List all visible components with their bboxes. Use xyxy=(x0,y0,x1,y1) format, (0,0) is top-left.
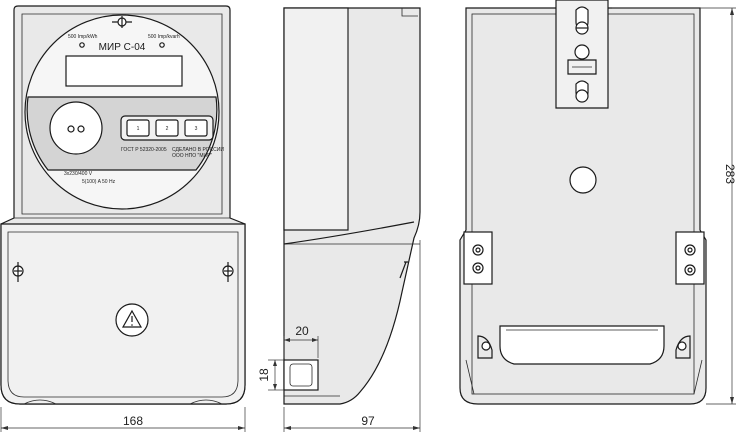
dimension-terminal-height: 18 xyxy=(257,359,284,391)
seal-screw-right-icon xyxy=(222,262,234,282)
meter-button-3[interactable]: 3 xyxy=(184,119,208,137)
back-view xyxy=(459,0,707,405)
dimension-height: 283 xyxy=(612,7,737,405)
voltage-label: 3x230/400 V xyxy=(64,171,93,177)
warning-triangle-icon xyxy=(121,309,143,328)
seal-pin-icon xyxy=(112,16,132,28)
dimension-terminal-width-label: 20 xyxy=(295,324,309,338)
side-top-clip xyxy=(401,8,418,17)
side-back-plate xyxy=(283,7,349,231)
pulse-led-right xyxy=(159,42,165,48)
pulse-label-right: 500 Imp/kvarh xyxy=(148,34,180,40)
dimension-terminal-width: 20 xyxy=(283,324,319,358)
back-center-hole xyxy=(569,166,597,194)
side-seal-clip xyxy=(399,261,408,279)
svg-text:2: 2 xyxy=(166,126,169,132)
model-name: МИР С-04 xyxy=(99,42,146,53)
optical-port xyxy=(49,101,103,155)
made-in-line-1: СДЕЛАНО В РОССИИ xyxy=(172,147,224,153)
dimension-width-label: 168 xyxy=(123,414,143,428)
back-body-outline xyxy=(459,7,707,405)
standard-label: ГОСТ Р 52320-2005 xyxy=(121,147,167,153)
terminal-cover-inner xyxy=(7,231,239,398)
dimension-terminal-height-label: 18 xyxy=(257,368,271,382)
back-bottom-cutout xyxy=(499,325,665,365)
dimension-depth-label: 97 xyxy=(361,414,375,428)
side-terminal-block xyxy=(283,359,319,391)
optical-port-dot-right xyxy=(77,125,85,133)
current-label: 5(100) A 50 Hz xyxy=(82,179,116,185)
mount-plate-left xyxy=(463,231,493,285)
optical-port-dot-left xyxy=(67,125,75,133)
dimension-height-label: 283 xyxy=(723,164,737,184)
front-view: 500 Imp/kWh 500 Imp/kvarh МИР С-04 1 2 3… xyxy=(0,5,246,405)
pulse-led-left xyxy=(79,42,85,48)
svg-text:1: 1 xyxy=(137,126,140,132)
dimension-depth: 97 xyxy=(283,240,421,432)
seal-screw-left-icon xyxy=(12,262,24,282)
front-upper-panel xyxy=(21,13,223,215)
lcd-display xyxy=(65,55,183,87)
made-in-line-2: ООО НПО "МИР" xyxy=(172,153,212,159)
dimension-width: 168 xyxy=(0,407,246,432)
pulse-label-left: 500 Imp/kWh xyxy=(68,34,98,40)
meter-button-1[interactable]: 1 xyxy=(126,119,150,137)
hanger-screw-icon xyxy=(574,44,590,60)
svg-text:3: 3 xyxy=(195,126,198,132)
side-view xyxy=(283,7,421,405)
meter-button-2[interactable]: 2 xyxy=(155,119,179,137)
mount-plate-right xyxy=(675,231,705,285)
